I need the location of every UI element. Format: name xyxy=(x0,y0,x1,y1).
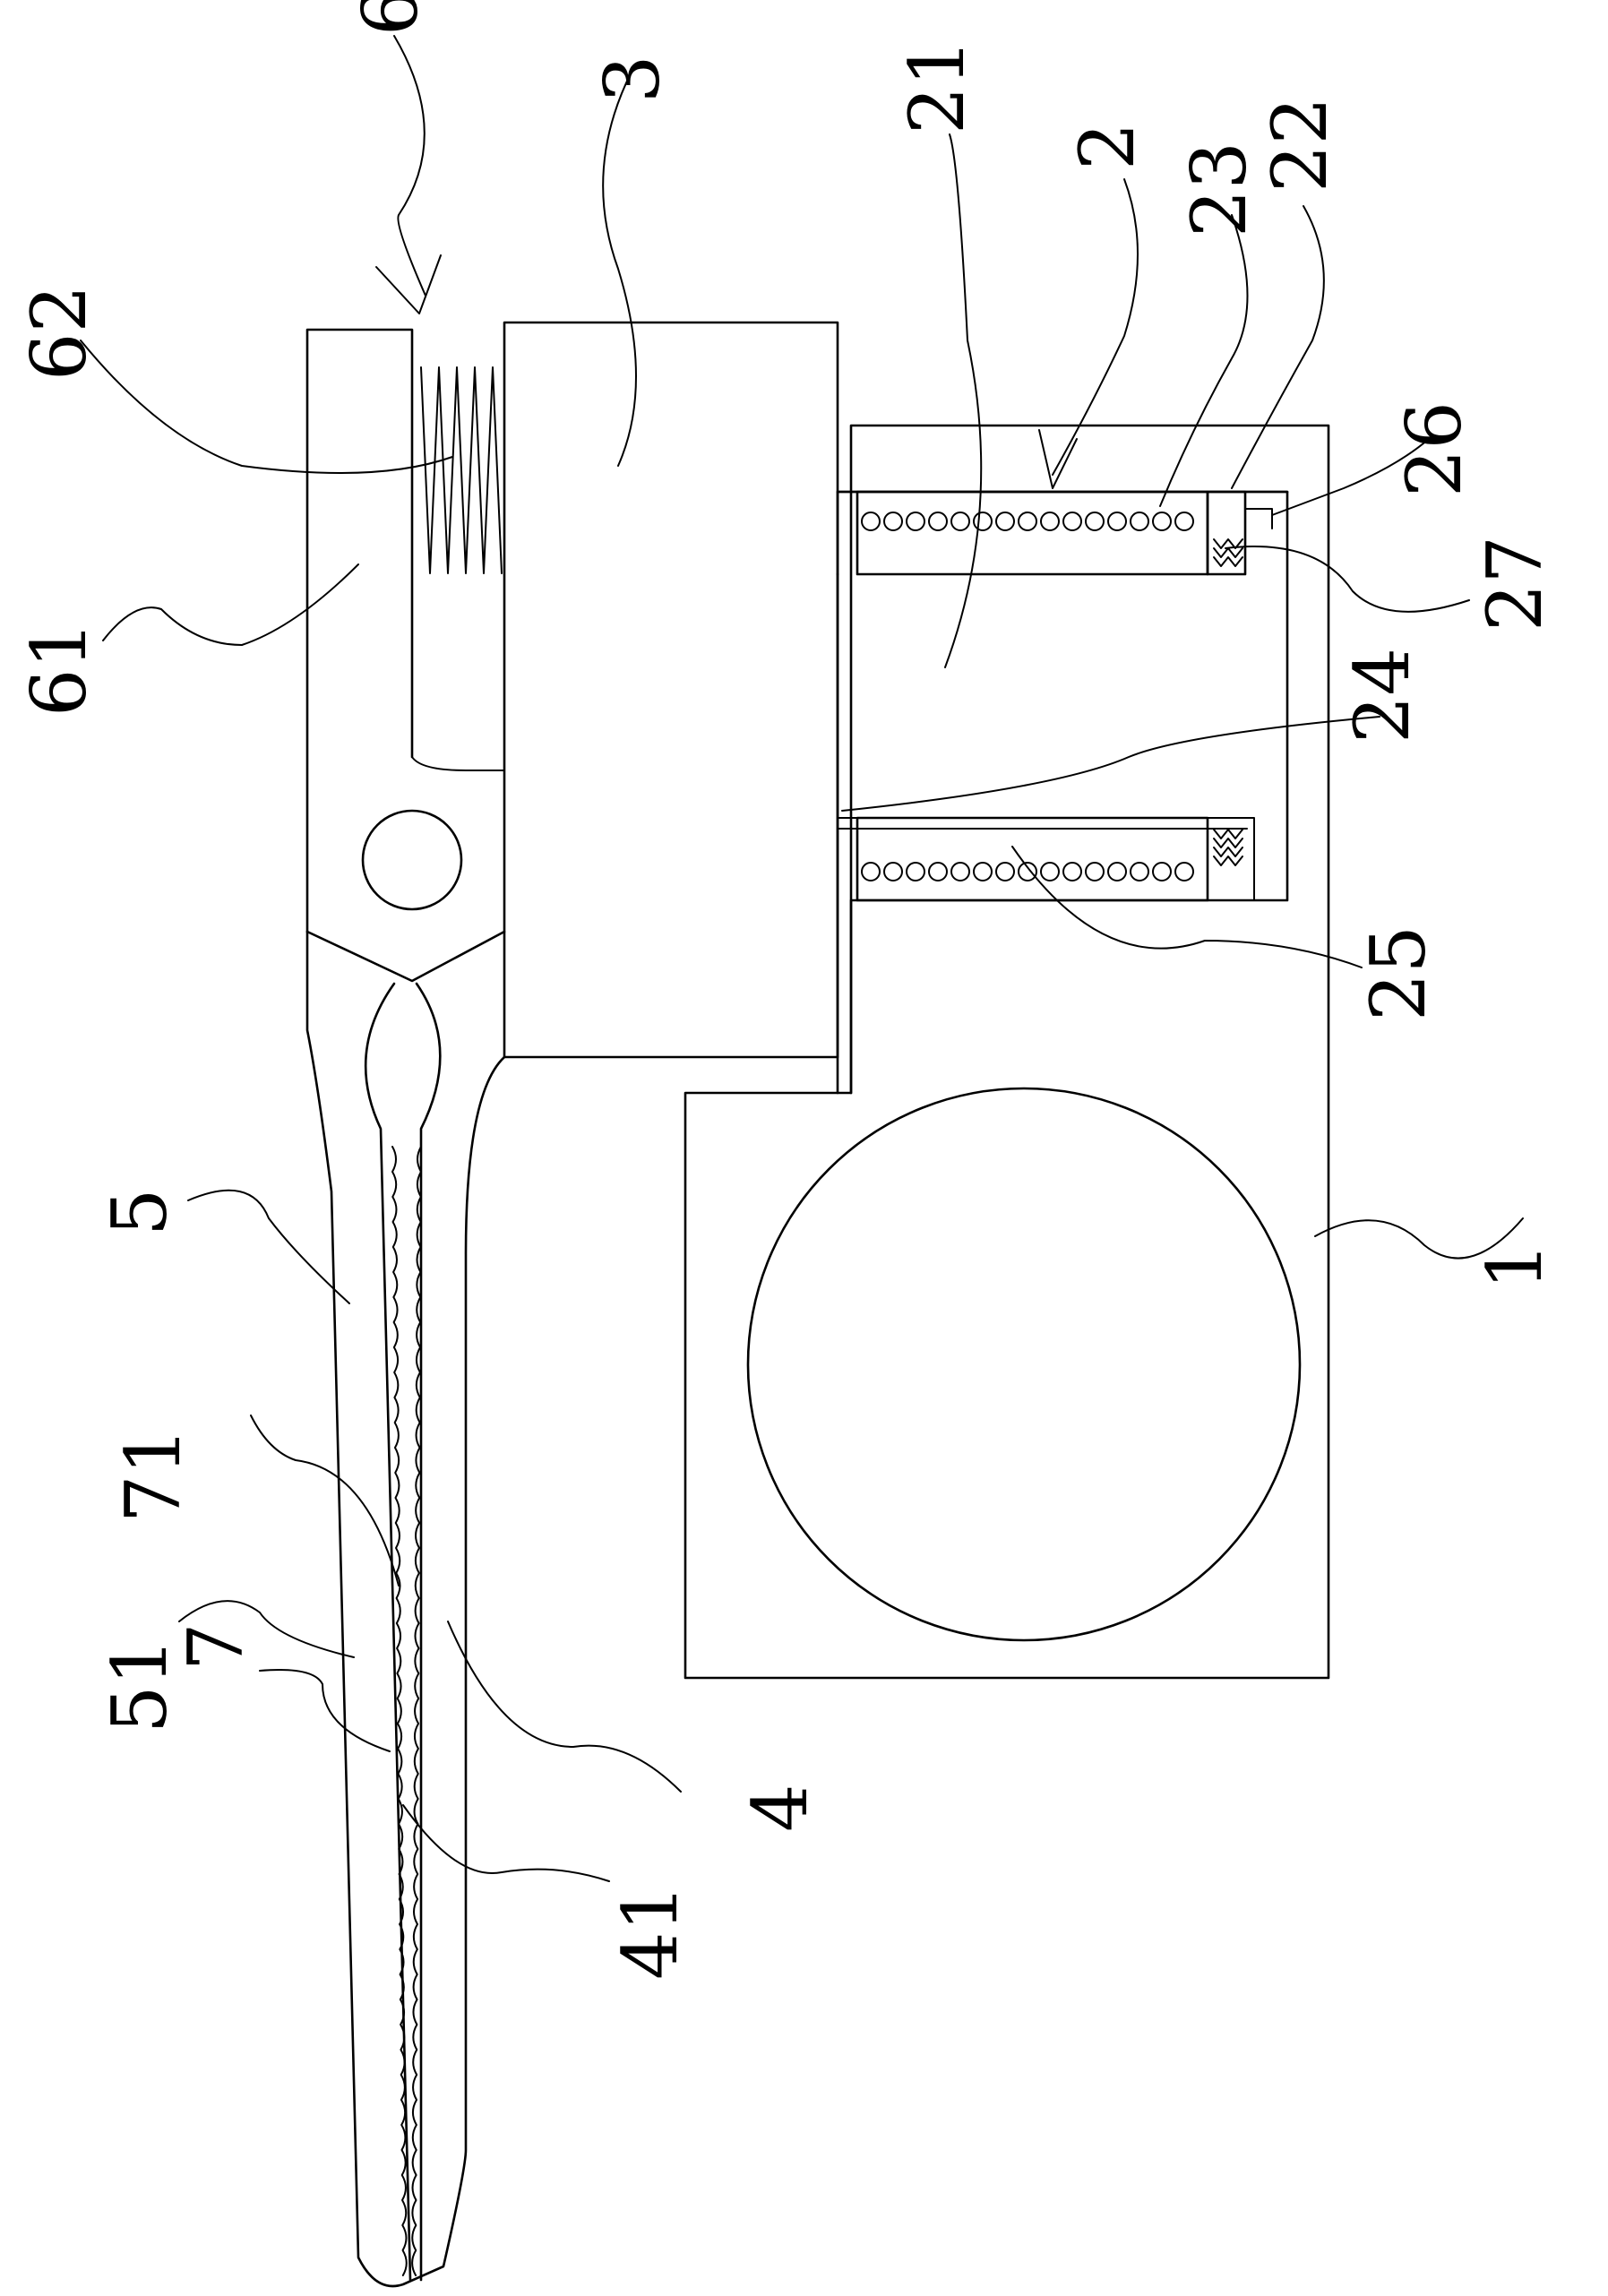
label-24: 24 xyxy=(1338,648,1426,744)
reference-labels: 1 2 21 22 23 24 25 26 27 3 4 41 5 51 6 6… xyxy=(15,0,1559,1980)
leader-lines xyxy=(81,36,1523,1881)
ball-lower xyxy=(1131,863,1148,881)
pivot-pin xyxy=(363,811,461,909)
spring-27 xyxy=(1214,539,1243,566)
ball-lower xyxy=(1108,863,1126,881)
round-window xyxy=(748,1088,1300,1640)
ball-lower xyxy=(1175,863,1193,881)
label-5: 5 xyxy=(96,1189,184,1236)
ball-lower xyxy=(929,863,947,881)
ball-lower xyxy=(862,863,880,881)
ball-upper xyxy=(907,512,924,530)
ball-upper xyxy=(1175,512,1193,530)
ball-upper xyxy=(951,512,969,530)
label-1: 1 xyxy=(1471,1243,1559,1290)
ball-lower xyxy=(996,863,1014,881)
ball-lower xyxy=(884,863,902,881)
ball-lower xyxy=(974,863,992,881)
ball-upper xyxy=(1131,512,1148,530)
label-23: 23 xyxy=(1175,142,1263,237)
ball-lower xyxy=(951,863,969,881)
label-41: 41 xyxy=(606,1884,694,1980)
ball-upper xyxy=(1086,512,1104,530)
label-21: 21 xyxy=(893,39,981,134)
serration-41 xyxy=(412,1147,421,2275)
label-22: 22 xyxy=(1256,97,1344,193)
ball-upper xyxy=(929,512,947,530)
ball-upper xyxy=(1041,512,1059,530)
ball-upper xyxy=(862,512,880,530)
spring-lower xyxy=(1214,830,1243,865)
label-2: 2 xyxy=(1063,123,1151,170)
coil-spring-62 xyxy=(421,367,502,573)
ball-lower xyxy=(1063,863,1081,881)
motor-block xyxy=(504,322,838,1057)
jaw-outline xyxy=(307,932,504,2286)
ball-upper xyxy=(1153,512,1171,530)
label-6: 6 xyxy=(347,0,434,36)
ball-lower xyxy=(1086,863,1104,881)
label-4: 4 xyxy=(736,1784,824,1832)
ball-upper xyxy=(1108,512,1126,530)
label-27: 27 xyxy=(1471,536,1559,632)
ball-lower xyxy=(1019,863,1036,881)
ball-upper xyxy=(884,512,902,530)
base-body xyxy=(685,426,1329,1678)
ball-upper xyxy=(1063,512,1081,530)
upper-handle xyxy=(307,330,504,932)
ball-lower xyxy=(1153,863,1171,881)
serration-51 xyxy=(392,1147,407,2275)
label-62: 62 xyxy=(15,285,103,381)
mechanism-housing xyxy=(838,492,1287,1093)
label-25: 25 xyxy=(1354,925,1442,1021)
ball-row-lower xyxy=(862,863,1193,881)
ball-lower xyxy=(907,863,924,881)
ball-row-upper xyxy=(862,512,1193,530)
ball-lower xyxy=(1041,863,1059,881)
label-3: 3 xyxy=(589,56,676,103)
label-71: 71 xyxy=(109,1427,197,1523)
ball-upper xyxy=(996,512,1014,530)
label-61: 61 xyxy=(15,621,103,717)
label-26: 26 xyxy=(1390,401,1478,497)
ball-upper xyxy=(974,512,992,530)
ball-upper xyxy=(1019,512,1036,530)
label-7: 7 xyxy=(172,1623,260,1671)
label-51: 51 xyxy=(96,1638,184,1733)
